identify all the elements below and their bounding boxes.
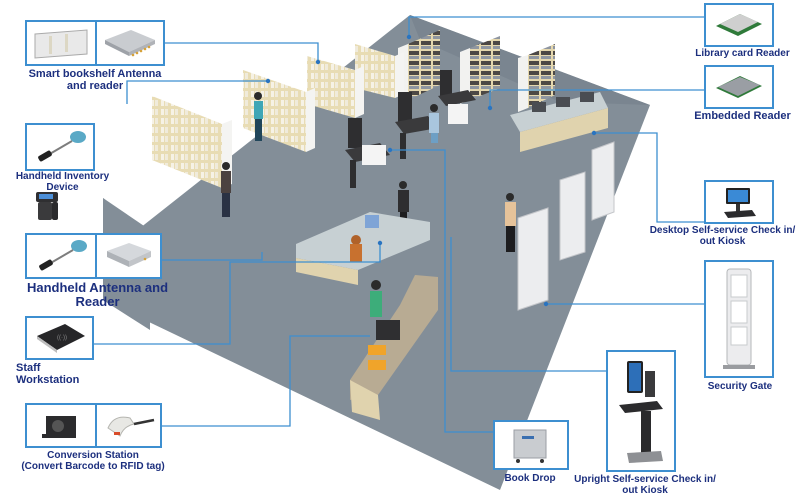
multi-port-reader-image	[97, 22, 163, 64]
security-gates	[517, 141, 615, 311]
kiosks-center	[345, 70, 476, 188]
staff-workstation-box: ((·))	[25, 316, 94, 360]
back-bookshelves	[398, 30, 555, 112]
circulation-counter	[350, 275, 438, 420]
handheld-antenna-reader-box	[25, 233, 162, 279]
handheld-antenna-reader-label: Handheld Antenna and Reader	[26, 280, 169, 309]
desktop-pad-reader-image: ((·))	[27, 318, 92, 358]
smart-bookshelf-label: Smart bookshelf Antenna and reader	[28, 68, 162, 92]
conversion-station-label: Conversion Station (Convert Barcode to R…	[21, 450, 165, 472]
security-gate-image	[706, 262, 772, 376]
svg-text:((·)): ((·))	[57, 335, 67, 341]
staff-terminal-desk	[510, 92, 608, 152]
embedded-module-image	[706, 67, 772, 107]
desktop-kiosk-label: Desktop Self-service Check in/ out Kiosk	[649, 225, 796, 247]
handheld-inventory-label: Handheld Inventory Device	[15, 171, 110, 193]
book-drop-label: Book Drop	[504, 473, 556, 484]
label-printer-image	[27, 405, 95, 446]
security-gate-label: Security Gate	[707, 381, 773, 392]
handheld-wand-image	[27, 235, 95, 277]
embedded-reader-box	[704, 65, 774, 109]
connector-lines	[92, 16, 708, 433]
embedded-reader-label: Embedded Reader	[694, 110, 791, 122]
upright-kiosk-label: Upright Self-service Check in/ out Kiosk	[574, 474, 716, 496]
staff-workstation-label: Staff Workstation	[16, 362, 80, 386]
handheld-terminal-image	[32, 190, 64, 224]
card-reader-module-image	[706, 5, 772, 45]
desktop-kiosk-image	[706, 182, 772, 222]
book-drop-cart-image	[495, 422, 567, 468]
book-drop-box	[493, 420, 569, 470]
single-port-reader-image	[97, 235, 160, 277]
upright-kiosk-box	[606, 350, 676, 472]
barcode-scanner-image	[97, 405, 160, 446]
library-card-reader-label: Library card Reader	[695, 48, 790, 59]
security-gate-box	[704, 260, 774, 378]
upright-kiosk-image	[608, 352, 674, 470]
library-card-reader-box	[704, 3, 774, 47]
desktop-kiosk-box	[704, 180, 774, 224]
handheld-wand-image	[27, 125, 93, 169]
handheld-inventory-box	[25, 123, 95, 171]
connector-dots	[265, 34, 597, 307]
conversion-station-box	[25, 403, 162, 448]
front-desk	[296, 212, 430, 285]
shelf-antenna-image	[27, 22, 95, 64]
smart-bookshelf-box	[25, 20, 165, 66]
